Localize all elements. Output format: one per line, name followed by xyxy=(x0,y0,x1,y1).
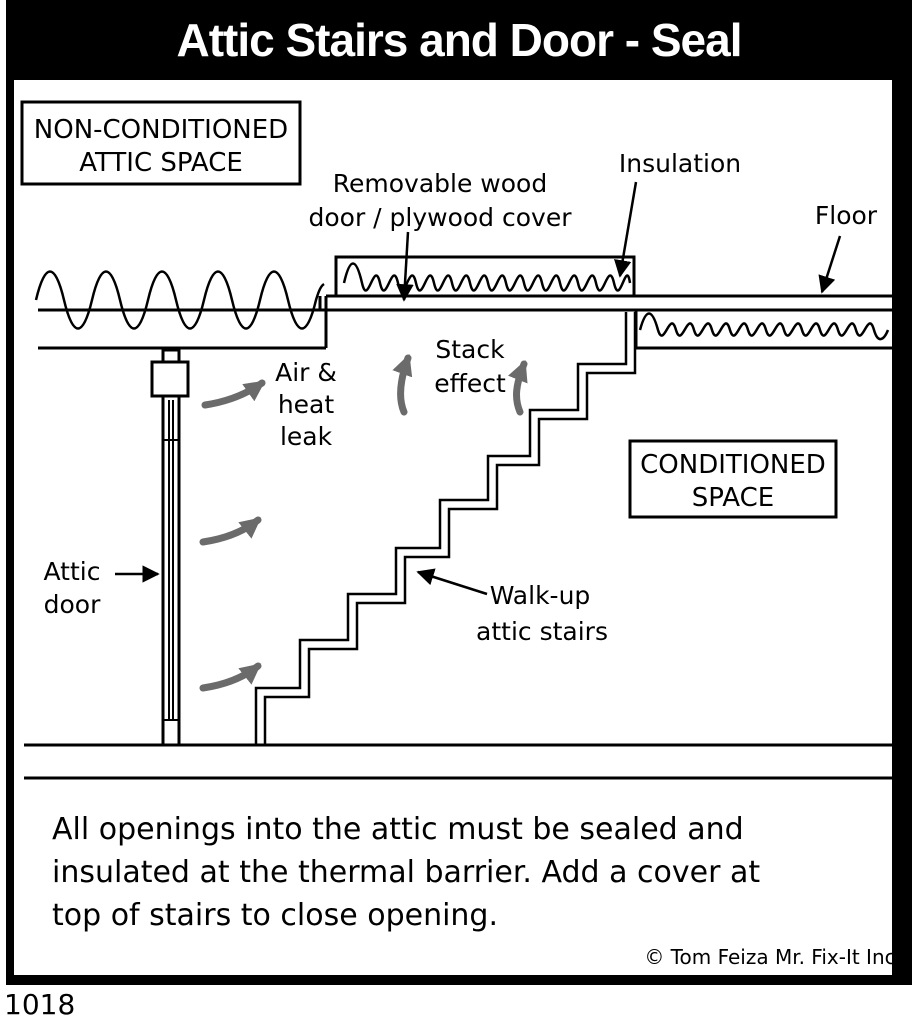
caption-line2: insulated at the thermal barrier. Add a … xyxy=(52,855,761,890)
attic-space-line2: ATTIC SPACE xyxy=(79,148,243,178)
figure-number: 1018 xyxy=(4,988,76,1021)
right-insulation xyxy=(638,312,890,341)
title-bar: Attic Stairs and Door - Seal xyxy=(6,0,912,80)
air-leak-line2: heat xyxy=(278,390,335,419)
diagram-panel xyxy=(14,80,892,975)
left-ceiling xyxy=(38,296,328,350)
attic-door xyxy=(150,348,190,747)
floor-lines xyxy=(24,743,892,780)
page-title: Attic Stairs and Door - Seal xyxy=(176,14,742,66)
attic-space-line1: NON-CONDITIONED xyxy=(34,115,288,145)
stairs-label-line1: Walk-up xyxy=(490,581,591,610)
pointer-arrows xyxy=(115,181,842,596)
caption-line3: top of stairs to close opening. xyxy=(52,898,499,933)
attic-door-line1: Attic xyxy=(44,557,101,586)
left-insulation xyxy=(34,270,325,330)
copyright-credit: © Tom Feiza Mr. Fix-It Inc. xyxy=(644,945,902,969)
cover-insulation xyxy=(342,262,632,292)
conditioned-space-line1: CONDITIONED xyxy=(640,450,826,480)
floor-label: Floor xyxy=(815,201,878,230)
walk-up-stairs xyxy=(254,312,637,745)
stack-effect-line2: effect xyxy=(434,369,506,398)
air-leak-line1: Air & xyxy=(275,358,337,387)
stair-opening-cover xyxy=(318,255,892,312)
conditioned-space-box xyxy=(628,439,838,519)
insulation-label: Insulation xyxy=(619,149,741,178)
cover-label-line1: Removable wood xyxy=(333,169,547,198)
air-leak-line3: leak xyxy=(280,422,333,451)
stairs-label-line2: attic stairs xyxy=(476,617,608,646)
air-leak-arrows xyxy=(199,354,528,692)
conditioned-space-line2: SPACE xyxy=(692,483,774,513)
cover-label-line2: door / plywood cover xyxy=(308,203,572,232)
attic-space-box xyxy=(20,100,302,186)
attic-door-line2: door xyxy=(44,590,101,619)
caption: All openings into the attic must be seal… xyxy=(52,808,872,937)
stack-effect-line1: Stack xyxy=(435,335,505,364)
caption-line1: All openings into the attic must be seal… xyxy=(52,812,744,847)
right-floor xyxy=(634,310,892,350)
